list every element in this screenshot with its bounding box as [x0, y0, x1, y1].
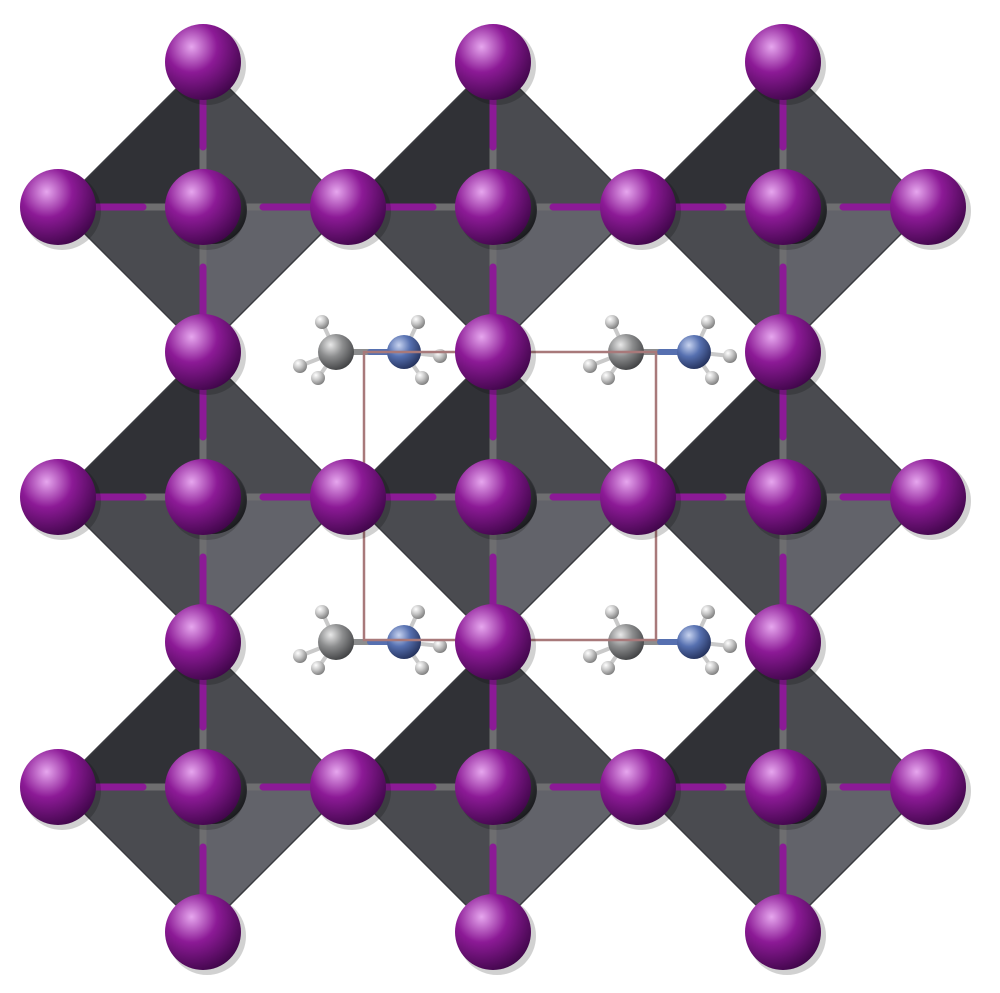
iodine-atom — [600, 459, 681, 540]
hydrogen-atom — [311, 371, 325, 385]
iodine-atom — [455, 24, 536, 105]
hydrogen-atom — [583, 649, 597, 663]
iodine-atom — [455, 314, 536, 395]
hydrogen-atom — [605, 605, 619, 619]
iodine-atom — [20, 169, 101, 250]
iodine-atom — [600, 169, 681, 250]
pbi6-octahedron — [346, 60, 640, 354]
iodine-atom — [165, 604, 246, 685]
pbi6-octahedron — [346, 640, 640, 934]
hydrogen-atom — [723, 639, 737, 653]
hydrogen-atom — [411, 605, 425, 619]
hydrogen-atom — [293, 359, 307, 373]
iodine-atom — [165, 24, 246, 105]
iodine-atom — [310, 459, 391, 540]
iodine-atom — [745, 459, 826, 540]
pbi6-octahedron — [56, 350, 350, 644]
iodine-atom — [20, 459, 101, 540]
iodine-atom — [455, 749, 536, 830]
pbi6-octahedron — [56, 640, 350, 934]
hydrogen-atom — [583, 359, 597, 373]
iodine-atom — [20, 749, 101, 830]
iodine-atom — [890, 169, 971, 250]
hydrogen-atom — [701, 605, 715, 619]
iodine-atom — [165, 459, 246, 540]
iodine-atom — [310, 169, 391, 250]
nitrogen-atom — [677, 625, 711, 659]
hydrogen-atom — [601, 661, 615, 675]
hydrogen-atom — [701, 315, 715, 329]
methylammonium-cation — [293, 605, 447, 675]
iodine-atom — [455, 459, 536, 540]
iodine-atoms-layer — [20, 24, 971, 975]
iodine-atom — [455, 604, 536, 685]
iodine-atom — [310, 749, 391, 830]
hydrogen-atom — [315, 315, 329, 329]
hydrogen-atom — [705, 371, 719, 385]
hydrogen-atom — [605, 315, 619, 329]
carbon-atom — [608, 624, 644, 660]
iodine-atom — [745, 314, 826, 395]
iodine-atom — [890, 459, 971, 540]
iodine-atom — [165, 169, 246, 250]
hydrogen-atom — [415, 661, 429, 675]
hydrogen-atom — [311, 661, 325, 675]
lead-iodide-octahedra-layer — [56, 60, 930, 934]
iodine-atom — [455, 894, 536, 975]
hydrogen-atom — [723, 349, 737, 363]
nitrogen-atom — [387, 625, 421, 659]
hydrogen-atom — [315, 605, 329, 619]
iodine-atom — [455, 169, 536, 250]
nitrogen-atom — [677, 335, 711, 369]
iodine-atom — [745, 894, 826, 975]
iodine-atom — [165, 894, 246, 975]
iodine-atom — [745, 169, 826, 250]
iodine-atom — [890, 749, 971, 830]
methylammonium-cation — [583, 605, 737, 675]
hydrogen-atom — [293, 649, 307, 663]
iodine-atom — [745, 24, 826, 105]
hydrogen-atom — [433, 639, 447, 653]
carbon-atom — [318, 624, 354, 660]
hydrogen-atom — [601, 371, 615, 385]
carbon-atom — [318, 334, 354, 370]
hydrogen-atom — [705, 661, 719, 675]
hydrogen-atom — [415, 371, 429, 385]
iodine-atom — [600, 749, 681, 830]
iodine-atom — [745, 604, 826, 685]
iodine-atom — [165, 749, 246, 830]
hydrogen-atom — [411, 315, 425, 329]
iodine-atom — [745, 749, 826, 830]
iodine-atom — [165, 314, 246, 395]
pbi6-octahedron — [636, 350, 930, 644]
